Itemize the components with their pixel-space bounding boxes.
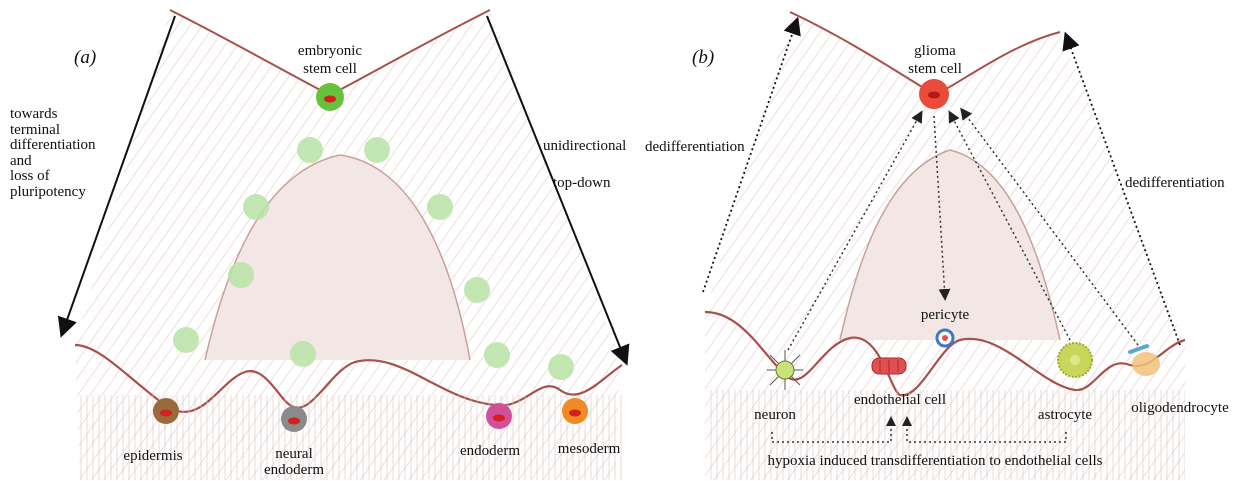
neural-endoderm-label: neural endoderm — [264, 446, 324, 478]
mesoderm-label: mesoderm — [558, 440, 620, 458]
glioma-stem-cell-label: glioma stem cell — [908, 42, 962, 78]
path-cell — [464, 277, 490, 303]
top-down-label: top-down — [553, 174, 611, 192]
hypoxia-caption: hypoxia induced transdifferentiation to … — [767, 452, 1102, 470]
path-cell — [290, 341, 316, 367]
astrocyte-label: astrocyte — [1038, 406, 1092, 424]
glioma-stem-cell-icon — [919, 79, 949, 109]
neural-endoderm-cell-icon — [281, 406, 307, 432]
panel-a-letter: (a) — [74, 47, 96, 69]
endothelial-cell-icon — [872, 358, 906, 374]
path-cell — [548, 354, 574, 380]
terminal-differentiation-label: towards terminal differentiation and los… — [10, 107, 96, 200]
path-cell — [228, 262, 254, 288]
endoderm-cell-icon — [486, 403, 512, 429]
panel-b-letter: (b) — [692, 47, 714, 69]
panel-a — [62, 10, 626, 480]
embryonic-stem-cell-icon — [316, 83, 344, 111]
path-cell — [484, 342, 510, 368]
endothelial-cell-label: endothelial cell — [854, 391, 946, 409]
path-cell — [297, 137, 323, 163]
path-cell — [427, 194, 453, 220]
path-cell — [364, 137, 390, 163]
embryonic-stem-cell-label: embryonic stem cell — [298, 42, 362, 78]
dedifferentiation-right-label: dedifferentiation — [1125, 174, 1225, 192]
astrocyte-icon — [1058, 343, 1092, 377]
neuron-label: neuron — [754, 406, 796, 424]
oligodendrocyte-label: oligodendrocyte — [1131, 399, 1228, 417]
pericyte-icon — [937, 330, 953, 346]
path-cell — [243, 194, 269, 220]
epidermis-cell-icon — [153, 398, 179, 424]
unidirectional-label: unidirectional — [543, 137, 626, 155]
endoderm-label: endoderm — [460, 442, 520, 460]
mesoderm-cell-icon — [562, 398, 588, 424]
path-cell — [173, 327, 199, 353]
dedifferentiation-left-label: dedifferentiation — [645, 138, 745, 156]
pericyte-label: pericyte — [921, 306, 969, 324]
epidermis-label: epidermis — [123, 447, 182, 465]
